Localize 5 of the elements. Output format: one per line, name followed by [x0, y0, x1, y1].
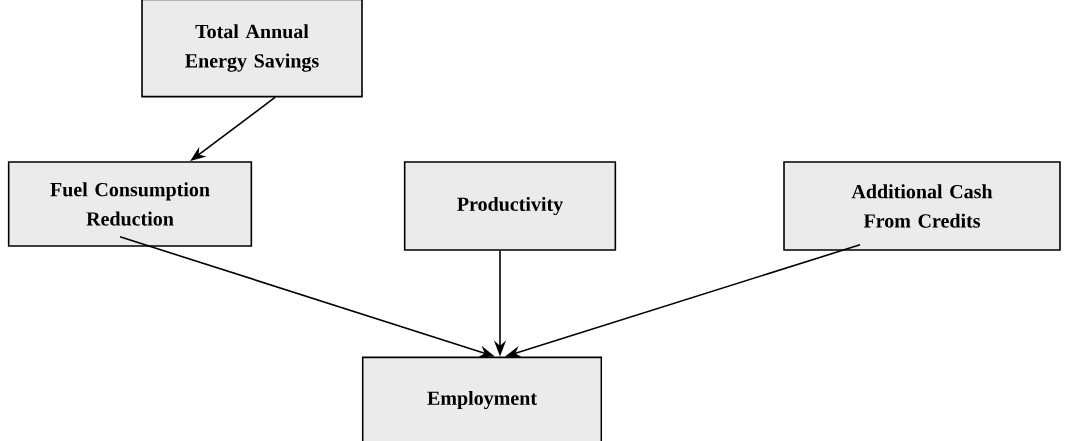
process-box: Fuel Consumption Reduction	[7, 161, 253, 247]
process-box: Total Annual Energy Savings	[141, 0, 363, 98]
process-box: Additional Cash From Credits	[783, 161, 1061, 251]
process-box: Employment	[361, 356, 603, 441]
process-box: Productivity	[403, 161, 617, 251]
